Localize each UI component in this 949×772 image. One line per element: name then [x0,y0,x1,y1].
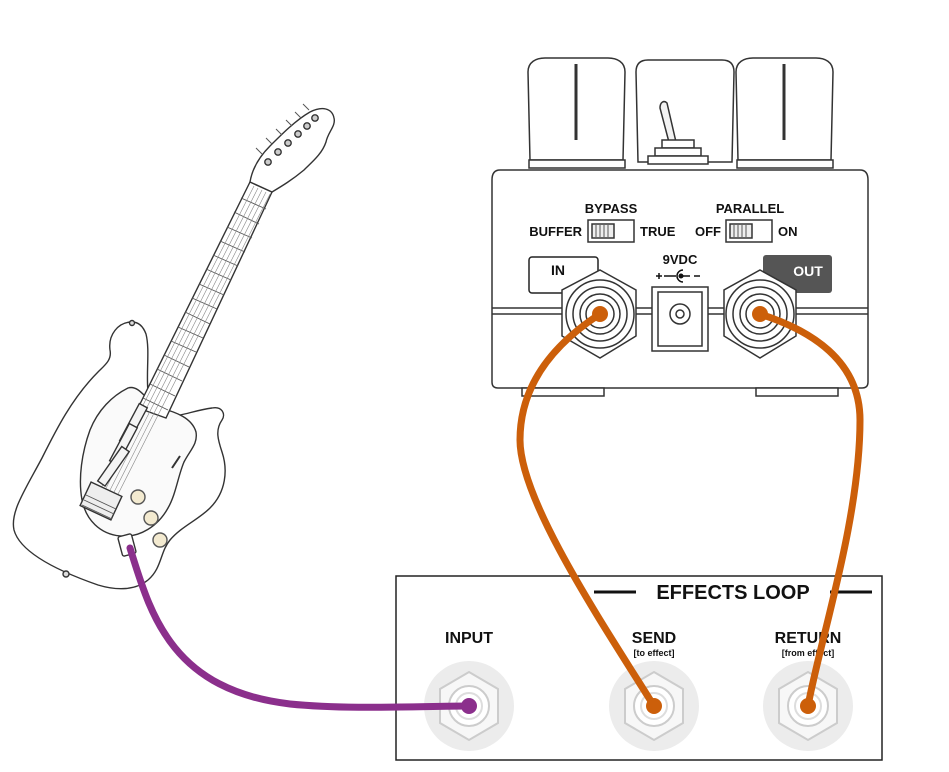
return-label: RETURN [775,630,842,647]
power-label: 9VDC [663,252,698,267]
guitar-bridge [79,481,123,521]
guitar-knob-volume [130,489,146,505]
guitar-to-input-cable[interactable] [126,544,473,711]
electric-guitar-illustration [12,103,336,590]
pedal-in-plug-dot [592,306,608,322]
pedal-knob-left[interactable] [527,57,626,169]
pedal-knob-right[interactable] [735,57,834,169]
send-to-pedal-in-cable[interactable] [516,310,658,710]
input-label: INPUT [445,630,493,647]
return-plug-dot [800,698,816,714]
send-sublabel: [to effect] [634,648,675,658]
parallel-on-label: ON [778,224,798,239]
pedal-footswitch[interactable] [635,59,735,165]
pedal-out-to-return-cable[interactable] [756,310,864,710]
parallel-toggle-switch[interactable] [725,219,773,243]
guitar-knob-tone-1 [143,510,159,526]
guitar-neck [137,181,273,419]
out-label: OUT [793,263,823,279]
loop-pedal: BYPASS BUFFER TRUE PARALLEL OFF [491,57,869,397]
parallel-label: PARALLEL [716,201,784,216]
input-plug-dot [461,698,477,714]
guitar-knob-tone-2 [152,532,168,548]
guitar-headstock [249,107,336,193]
parallel-off-label: OFF [695,224,721,239]
true-label: TRUE [640,224,676,239]
send-label: SEND [632,630,676,647]
bypass-toggle-switch[interactable] [587,219,635,243]
cables [126,306,864,714]
buffer-label: BUFFER [529,224,582,239]
bypass-label: BYPASS [585,201,638,216]
send-plug-dot [646,698,662,714]
pedal-out-plug-dot [752,306,768,322]
return-sublabel: [from effect] [782,648,835,658]
in-label: IN [551,262,565,278]
effects-loop-title: EFFECTS LOOP [656,582,809,604]
polarity-icon [656,269,700,283]
effects-loop-panel: EFFECTS LOOP INPUT SEND [to effect] RETU… [395,575,883,761]
dc-power-jack[interactable] [651,286,709,352]
